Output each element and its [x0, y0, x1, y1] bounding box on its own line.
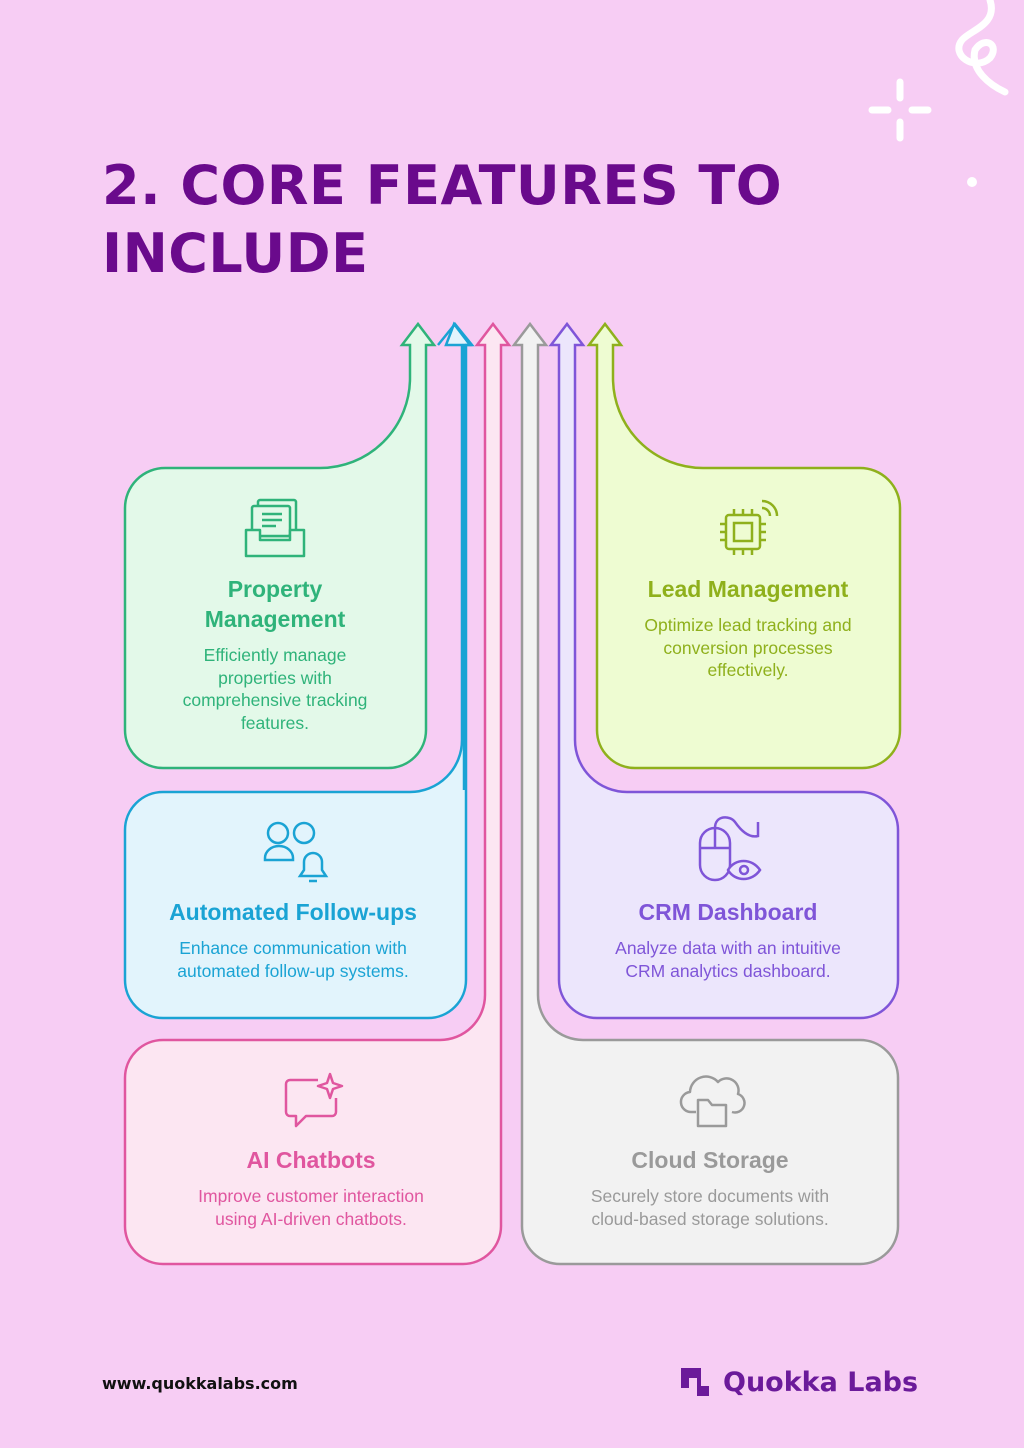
lead-desc-line1: Optimize lead tracking and	[644, 615, 852, 635]
document-tray-icon	[244, 498, 306, 558]
cloud-folder-icon	[679, 1075, 746, 1128]
property-desc-line3: comprehensive tracking	[182, 690, 368, 710]
lead-card-desc: Optimize lead tracking and conversion pr…	[612, 614, 884, 682]
storage-desc-line2: cloud-based storage solutions.	[591, 1208, 829, 1229]
chatbots-card-shape	[123, 321, 512, 1266]
property-desc-line4: features.	[240, 712, 310, 733]
crm-card-title: CRM Dashboard	[638, 899, 818, 925]
property-card-desc: Efficiently manage properties with compr…	[150, 644, 400, 734]
crm-card-desc: Analyze data with an intuitive CRM analy…	[585, 937, 871, 982]
lead-card-shape	[586, 321, 902, 770]
quokka-logo-icon	[681, 1368, 709, 1396]
property-desc-line2: properties with	[218, 667, 332, 688]
followups-desc-line2: automated follow-up systems.	[177, 960, 409, 981]
crm-desc-line1: Analyze data with an intuitive	[615, 938, 841, 958]
storage-card: Cloud Storage Securely store documents w…	[560, 1145, 860, 1230]
property-desc-line1: Efficiently manage	[203, 645, 347, 665]
lead-card: Lead Management Optimize lead tracking a…	[612, 574, 884, 682]
crm-desc-line2: CRM analytics dashboard.	[625, 960, 831, 981]
lead-card-title: Lead Management	[647, 576, 849, 602]
lead-desc-line2: conversion processes	[663, 637, 833, 658]
brand-logo: Quokka Labs	[677, 1364, 918, 1400]
followups-card-shape	[123, 321, 473, 1020]
brand-name: Quokka Labs	[723, 1366, 919, 1398]
mouse-eye-icon	[698, 816, 762, 882]
users-bell-icon	[263, 821, 329, 883]
chatbots-card: AI Chatbots Improve customer interaction…	[160, 1145, 462, 1230]
property-card: Property Management Efficiently manage p…	[150, 574, 400, 734]
chat-sparkle-icon	[284, 1072, 344, 1128]
storage-card-title: Cloud Storage	[631, 1147, 789, 1173]
storage-card-desc: Securely store documents with cloud-base…	[560, 1185, 860, 1230]
chatbots-desc-line2: using AI-driven chatbots.	[215, 1208, 407, 1229]
property-title-line2: Management	[204, 606, 346, 632]
property-card-title: Property Management	[150, 574, 400, 634]
chip-signal-icon	[720, 499, 779, 555]
followups-desc-line1: Enhance communication with	[179, 938, 407, 958]
followups-arrow-head	[437, 322, 475, 790]
followups-card-desc: Enhance communication with automated fol…	[145, 937, 441, 982]
lead-desc-line3: effectively.	[707, 660, 789, 680]
storage-desc-line1: Securely store documents with	[590, 1186, 830, 1206]
followups-card-title: Automated Follow-ups	[169, 899, 417, 925]
chatbots-desc-line1: Improve customer interaction	[198, 1186, 424, 1206]
chatbots-card-desc: Improve customer interaction using AI-dr…	[160, 1185, 462, 1230]
footer-url[interactable]: www.quokkalabs.com	[102, 1374, 298, 1393]
property-title-line1: Property	[227, 576, 323, 602]
chatbots-card-title: AI Chatbots	[246, 1147, 376, 1173]
crm-card: CRM Dashboard Analyze data with an intui…	[585, 897, 871, 982]
page-title: 2. CORE FEATURES TO INCLUDE	[102, 154, 783, 285]
crm-card-shape	[548, 321, 900, 1020]
decorative-doodles	[868, 0, 1009, 187]
followups-card: Automated Follow-ups Enhance communicati…	[145, 897, 441, 982]
